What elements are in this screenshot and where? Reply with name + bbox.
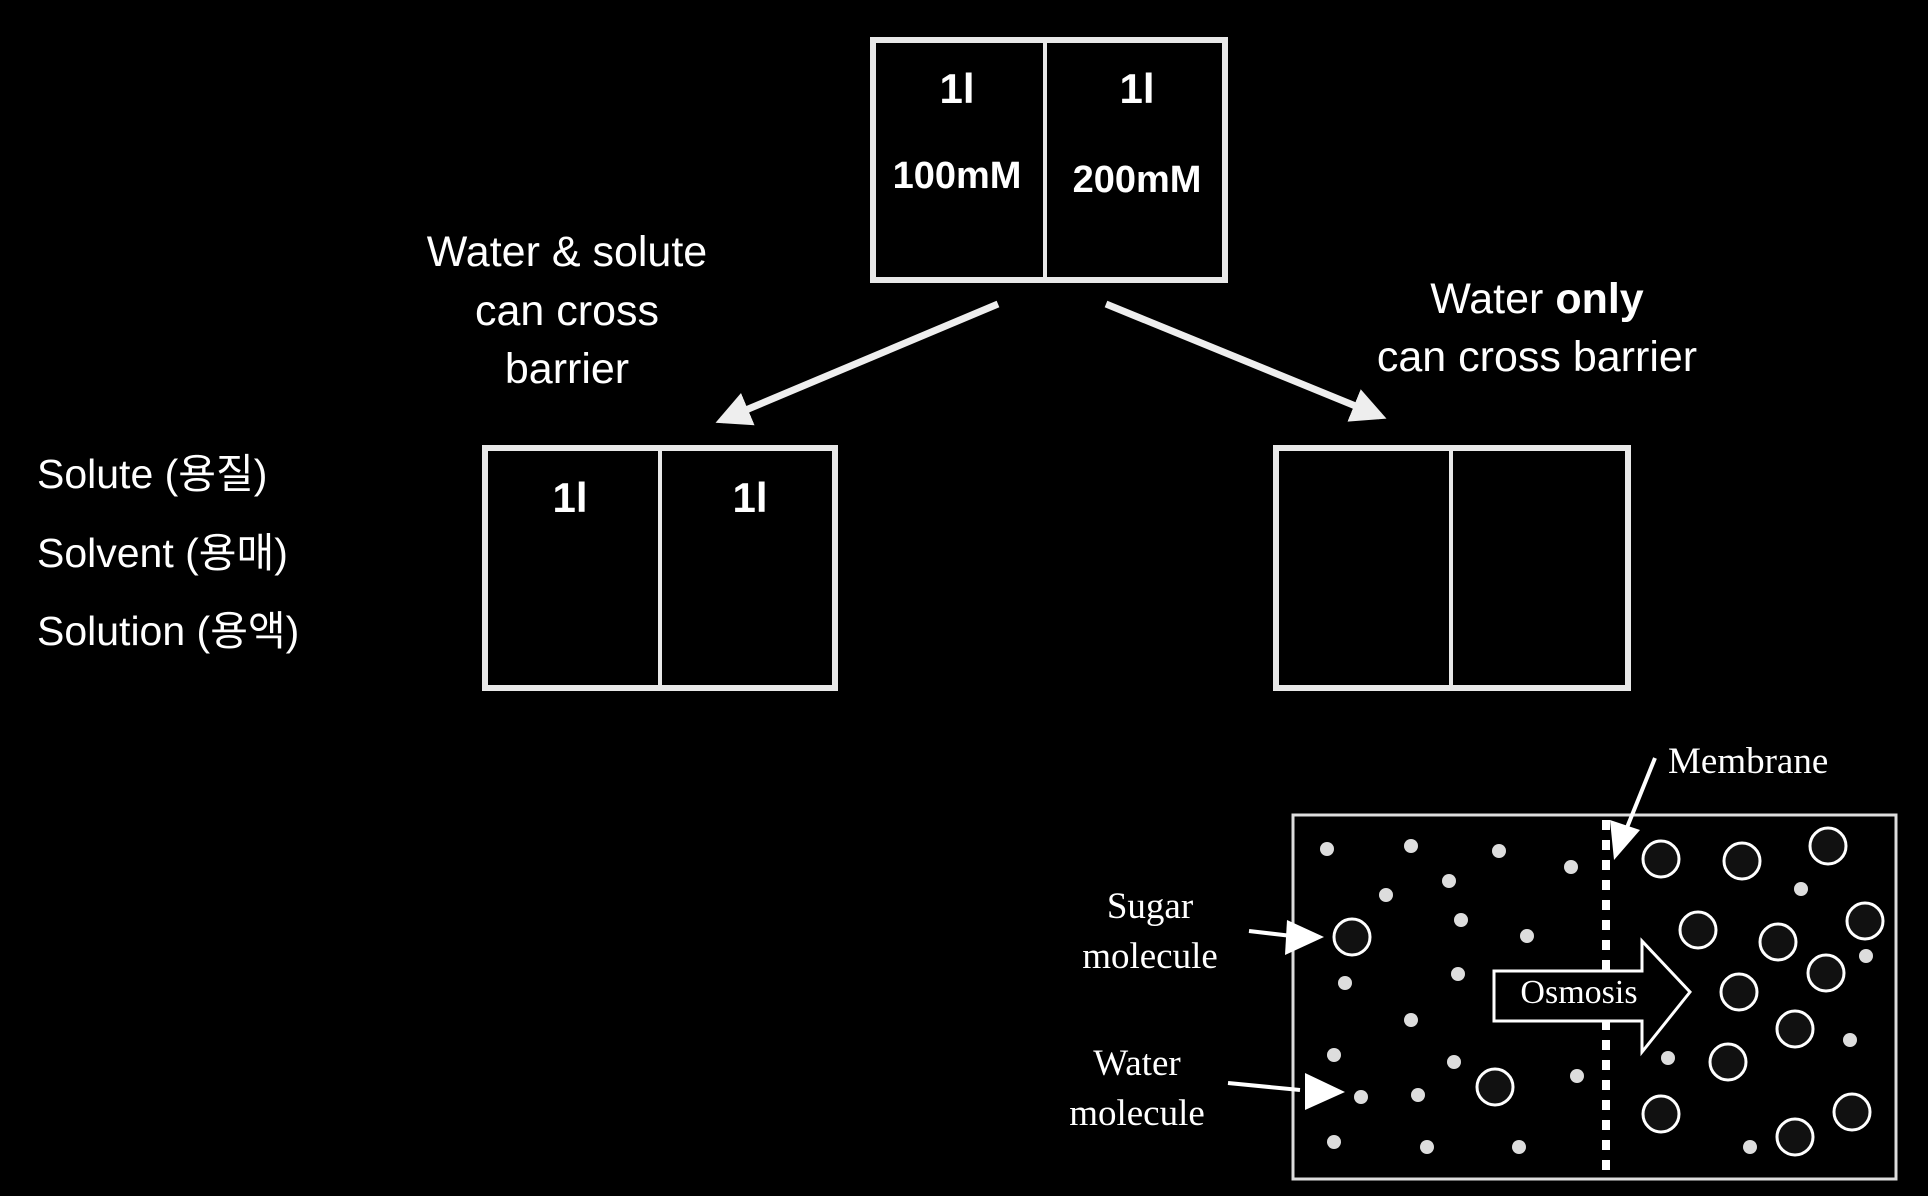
membrane-pointer-line: [1622, 757, 1657, 836]
right-caption-line-2: can cross barrier: [1377, 333, 1697, 381]
water-molecule: [1447, 1055, 1461, 1069]
sugar-molecule: [1806, 953, 1846, 993]
membrane-pointer-head: [1610, 820, 1640, 860]
water-molecule: [1404, 839, 1418, 853]
right-caption-only: only: [1555, 275, 1643, 323]
left-caption-line-3: barrier: [505, 345, 629, 393]
sugar-molecule: [1722, 841, 1762, 881]
water-label-line-2: molecule: [1069, 1093, 1205, 1134]
sugar-molecule: [1832, 1092, 1872, 1132]
sugar-molecule: [1708, 1042, 1748, 1082]
sugar-molecule: [1758, 922, 1798, 962]
water-molecule: [1661, 1051, 1675, 1065]
top-left-volume: 1l: [939, 65, 974, 112]
sugar-molecule: [1845, 901, 1885, 941]
water-molecule: [1520, 929, 1534, 943]
top-right-concentration: 200mM: [1073, 159, 1202, 201]
osmosis-label: Osmosis: [1520, 974, 1637, 1011]
top-container: 1l 1l 100mM 200mM: [870, 37, 1228, 283]
right-caption: Water only can cross barrier: [1377, 275, 1697, 381]
water-molecule: [1420, 1140, 1434, 1154]
water-molecule: [1442, 874, 1456, 888]
water-molecule: [1379, 888, 1393, 902]
water-molecule: [1354, 1090, 1368, 1104]
sugar-pointer-head: [1285, 920, 1324, 955]
term-solvent: Solvent (용매): [37, 530, 288, 576]
osmosis-arrow: [1492, 937, 1692, 1057]
left-caption: Water & solute can cross barrier: [427, 228, 707, 393]
water-molecule: [1338, 976, 1352, 990]
water-molecule: [1743, 1140, 1757, 1154]
sugar-molecule: [1719, 972, 1759, 1012]
water-pointer-head: [1305, 1073, 1345, 1110]
water-molecule: [1843, 1033, 1857, 1047]
arrow-to-left-box: [715, 300, 1000, 426]
water-molecule: [1794, 882, 1808, 896]
term-solute: Solute (용질): [37, 451, 267, 497]
sugar-molecule: [1641, 839, 1681, 879]
sugar-pointer-line: [1248, 929, 1293, 938]
water-molecule: [1451, 967, 1465, 981]
right-result-container: [1273, 445, 1631, 691]
sugar-label-line-2: molecule: [1082, 936, 1218, 977]
water-molecule: [1327, 1048, 1341, 1062]
left-caption-line-1: Water & solute: [427, 228, 707, 276]
sugar-molecule: [1332, 917, 1372, 957]
top-box-outline: [870, 37, 1228, 283]
arrow-to-right-box: [1104, 300, 1387, 422]
terms-list: Solute (용질) Solvent (용매) Solution (용액): [37, 451, 299, 654]
left-box-left-volume: 1l: [552, 474, 587, 521]
osmosis-frame: [1291, 813, 1898, 1181]
water-molecule: [1564, 860, 1578, 874]
top-right-volume: 1l: [1119, 65, 1154, 112]
water-molecule: [1411, 1088, 1425, 1102]
water-molecule: [1404, 1013, 1418, 1027]
water-molecule: [1859, 949, 1873, 963]
sugar-label-line-1: Sugar: [1107, 886, 1193, 927]
water-label-line-1: Water: [1093, 1043, 1180, 1084]
right-caption-line-1: Water only: [1430, 275, 1644, 323]
sugar-molecule: [1641, 1094, 1681, 1134]
water-pointer-line: [1227, 1081, 1301, 1092]
left-result-container: 1l 1l: [482, 445, 838, 691]
term-solution: Solution (용액): [37, 608, 299, 654]
top-left-concentration: 100mM: [893, 155, 1022, 197]
sugar-molecule: [1775, 1009, 1815, 1049]
sugar-molecules: [1332, 826, 1885, 1157]
right-caption-water: Water: [1430, 275, 1555, 323]
sugar-molecule: [1678, 910, 1718, 950]
water-molecules: [1320, 839, 1873, 1154]
water-molecule: [1327, 1135, 1341, 1149]
sugar-molecule: [1808, 826, 1848, 866]
left-caption-line-2: can cross: [475, 287, 659, 335]
membrane-label: Membrane: [1668, 741, 1828, 782]
water-molecule: [1454, 913, 1468, 927]
water-molecule: [1320, 842, 1334, 856]
osmosis-figure: Osmosis Membrane Sugar molecule Water mo…: [1069, 741, 1898, 1181]
water-molecule: [1492, 844, 1506, 858]
left-box-right-volume: 1l: [732, 474, 767, 521]
sugar-molecule: [1775, 1117, 1815, 1157]
sugar-molecule: [1475, 1067, 1515, 1107]
water-molecule: [1512, 1140, 1526, 1154]
water-molecule: [1570, 1069, 1584, 1083]
